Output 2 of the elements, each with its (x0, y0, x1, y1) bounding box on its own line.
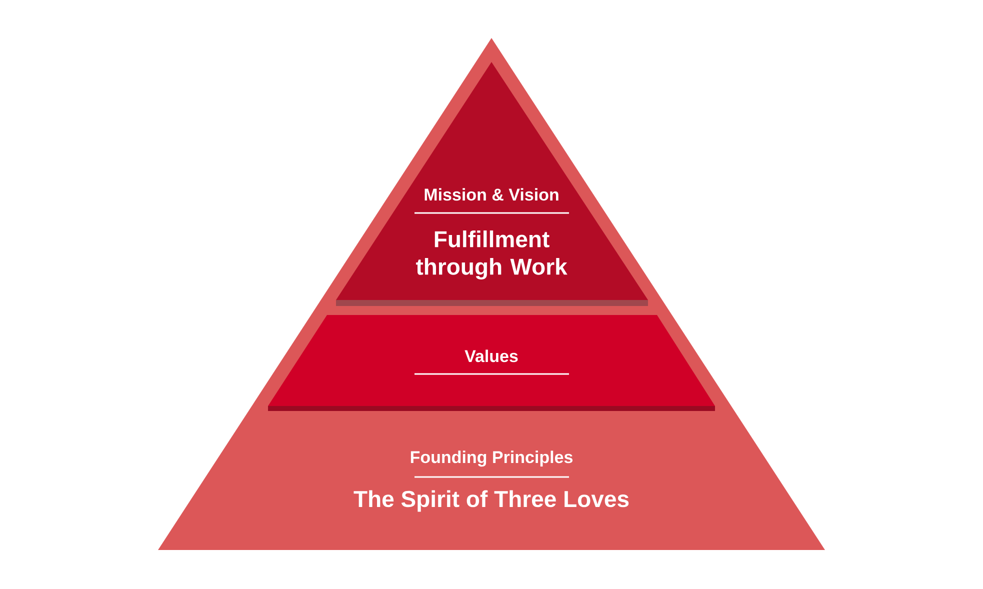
tier-heading: Founding Principles (410, 450, 572, 467)
tier-title: The Spirit of Three Loves (354, 490, 629, 512)
